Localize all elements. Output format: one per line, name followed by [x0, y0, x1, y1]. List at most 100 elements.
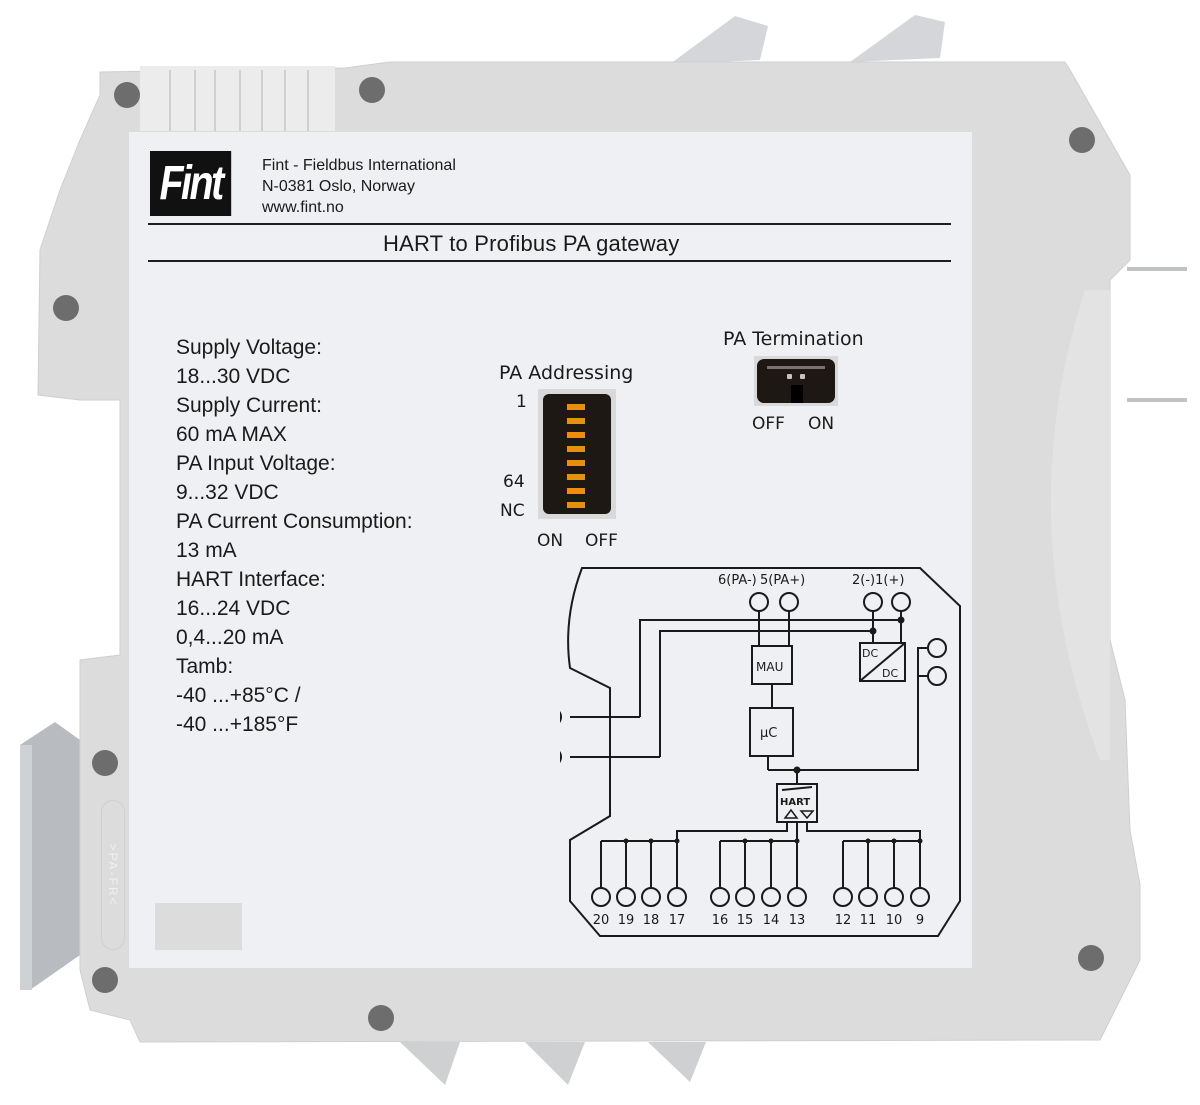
product-title: HART to Profibus PA gateway	[383, 231, 680, 256]
terminal-number: 12	[835, 913, 852, 928]
dip-label-1: 1	[516, 392, 527, 412]
pa-fr-marking: >PA-FR<	[101, 800, 125, 950]
termination-pin	[800, 374, 805, 379]
bottom-clip	[648, 1042, 706, 1082]
dip-toggle-32[interactable]	[567, 474, 585, 480]
termination-on-label: ON	[808, 414, 835, 434]
dip-toggle-64[interactable]	[567, 488, 585, 494]
contact-pin	[1127, 398, 1187, 402]
fint-logo: Fint	[150, 151, 232, 216]
microcontroller-label: µC	[760, 726, 777, 741]
dip-label-nc: NC	[500, 501, 525, 521]
spec-value: 18...30 VDC	[176, 365, 291, 388]
dip-on-label: ON	[537, 531, 564, 551]
side-terminal	[927, 638, 947, 658]
terminal-number: 9	[916, 913, 924, 928]
mounting-hole	[359, 77, 385, 103]
side-terminal	[927, 666, 947, 686]
pa-termination-switch[interactable]	[754, 356, 838, 406]
spec-value: 9...32 VDC	[176, 481, 279, 504]
top-terminals	[749, 592, 911, 612]
dip-toggle-8[interactable]	[567, 446, 585, 452]
spec-label: PA Current Consumption:	[176, 510, 413, 533]
blank-marker-tag	[155, 903, 242, 950]
top-clip	[850, 15, 945, 62]
bottom-terminal-wires	[600, 841, 921, 888]
dip-toggle-2[interactable]	[567, 418, 585, 424]
mau-label: MAU	[756, 660, 783, 674]
hart-label: HART	[780, 797, 810, 808]
title-rule-top	[148, 223, 951, 225]
terminal-number: 17	[669, 913, 686, 928]
schematic-outline	[567, 567, 961, 937]
title-rule-bottom	[148, 260, 951, 262]
bottom-clip	[400, 1042, 460, 1085]
terminal-number: 14	[763, 913, 780, 928]
mounting-hole	[1069, 127, 1095, 153]
terminal-number: 10	[886, 913, 903, 928]
mounting-hole	[114, 82, 140, 108]
terminal-number: 16	[712, 913, 729, 928]
terminal-label-pa-minus: 6(PA-)	[718, 573, 757, 588]
dcdc-block	[859, 642, 906, 682]
manufacturer-website: www.fint.no	[262, 199, 344, 216]
dcdc-label-bottom: DC	[882, 667, 898, 680]
contact-pin	[1127, 267, 1187, 271]
terminal-number: 20	[593, 913, 610, 928]
pa-addressing-dip-switch[interactable]	[538, 389, 616, 519]
terminal-label-supply: 2(-)1(+)	[852, 573, 904, 588]
dcdc-label-top: DC	[862, 647, 878, 660]
spec-value: -40 ...+185°F	[176, 713, 299, 736]
spec-value: 13 mA	[176, 539, 237, 562]
dip-toggle-16[interactable]	[567, 460, 585, 466]
manufacturer-name: Fint - Fieldbus International	[262, 157, 456, 174]
termination-pin	[787, 374, 792, 379]
terminal-label-pa-plus: 5(PA+)	[760, 573, 805, 588]
dip-off-label: OFF	[585, 531, 618, 551]
side-curve	[1050, 290, 1110, 760]
dip-toggle-1[interactable]	[567, 404, 585, 410]
pa-addressing-title: PA Addressing	[499, 362, 634, 384]
termination-off-label: OFF	[752, 414, 785, 434]
terminal-number: 19	[618, 913, 635, 928]
front-label: Fint Fint - Fieldbus International N-038…	[128, 131, 973, 969]
mounting-hole	[53, 295, 79, 321]
spec-value: -40 ...+85°C /	[176, 684, 301, 707]
termination-slot	[791, 385, 803, 403]
spec-value: 0,4...20 mA	[176, 626, 284, 649]
spec-value: 16...24 VDC	[176, 597, 291, 620]
din-rail-edge	[20, 745, 32, 990]
dip-label-64: 64	[503, 472, 525, 492]
terminal-number: 15	[737, 913, 754, 928]
terminal-number: 11	[860, 913, 877, 928]
mounting-hole	[92, 967, 118, 993]
microcontroller-block	[749, 707, 794, 757]
top-ribs	[140, 66, 335, 132]
pa-fr-text: >PA-FR<	[106, 843, 120, 907]
pa-termination-title: PA Termination	[723, 328, 864, 350]
mounting-holes	[53, 77, 1104, 1031]
mounting-hole	[368, 1005, 394, 1031]
dip-toggle-4[interactable]	[567, 432, 585, 438]
wiring-schematic: 6(PA-) 5(PA+) 2(-)1(+) MAU DC DC µC	[560, 567, 961, 937]
dip-toggle-nc[interactable]	[567, 502, 585, 508]
rib-lines	[169, 70, 309, 132]
mounting-hole	[92, 750, 118, 776]
spec-list: Supply Voltage: 18...30 VDC Supply Curre…	[176, 333, 413, 739]
mounting-hole	[1078, 945, 1104, 971]
termination-slide	[757, 359, 835, 403]
terminal-number: 13	[789, 913, 806, 928]
spec-label: HART Interface:	[176, 568, 326, 591]
manufacturer-info: Fint - Fieldbus International N-0381 Osl…	[262, 155, 456, 218]
bottom-clip	[525, 1042, 585, 1085]
termination-bar	[767, 366, 825, 369]
spec-label: Supply Voltage:	[176, 336, 322, 359]
bottom-terminals	[591, 887, 930, 907]
dip-switch-body	[543, 394, 611, 514]
top-clip	[670, 16, 768, 64]
din-rail-clip	[20, 722, 80, 990]
terminal-number: 18	[643, 913, 660, 928]
spec-label: Supply Current:	[176, 394, 322, 417]
spec-value: 60 mA MAX	[176, 423, 287, 446]
spec-label: Tamb:	[176, 655, 234, 678]
